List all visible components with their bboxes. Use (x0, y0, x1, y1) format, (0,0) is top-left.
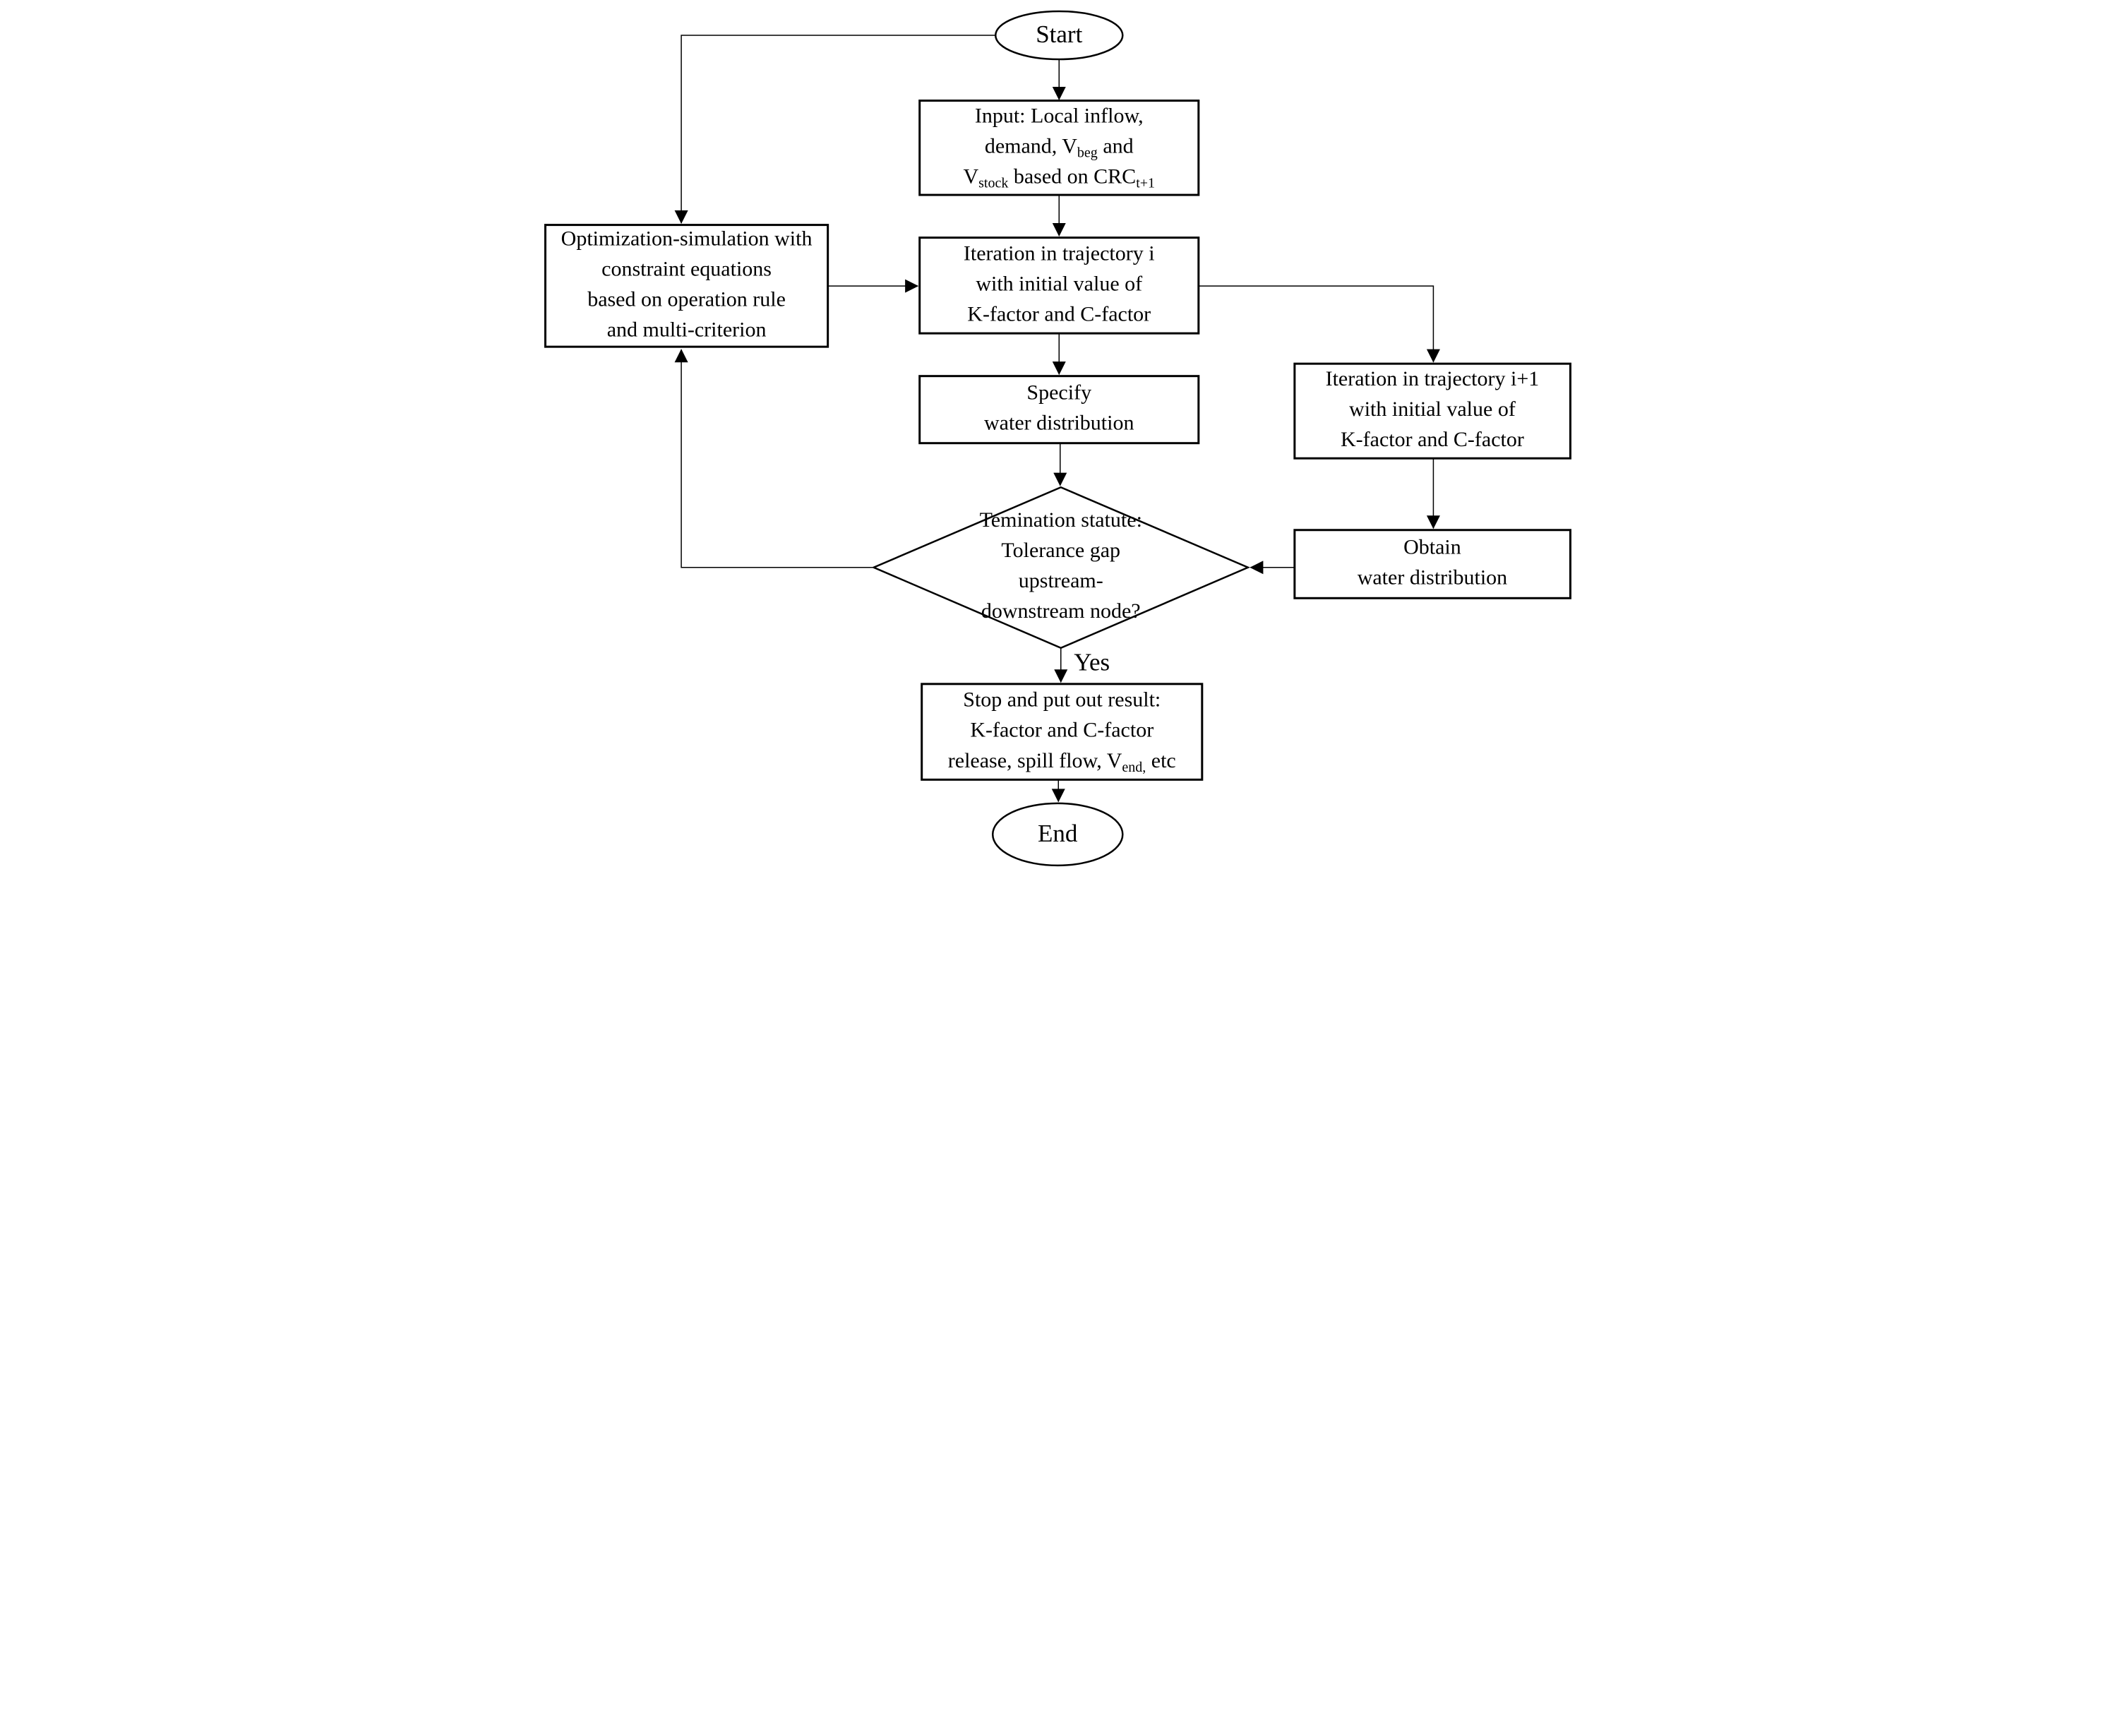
termination-line-2: Tolerance gap (1001, 539, 1120, 562)
optimization-line-4: and multi-criterion (606, 318, 766, 342)
specify-line-1: Specify (1026, 381, 1091, 405)
optimization-simulation-shape (544, 224, 829, 348)
iteration-i-line-2: with initial value of (976, 273, 1142, 296)
termination-line-3: upstream- (1018, 569, 1103, 592)
specify-water-distribution-shape (918, 375, 1199, 445)
end-terminator-label: End (1038, 820, 1078, 847)
edge-termination-to-optimization (674, 349, 874, 568)
start-terminator-shape (994, 10, 1124, 61)
termination-decision-diamond: Temination statute: Tolerance gap upstre… (870, 486, 1250, 649)
stop-line-3: release, spill flow, Vend, etc (947, 749, 1175, 775)
obtain-line-2: water distribution (1357, 566, 1506, 589)
iteration-i1-line-1: Iteration in trajectory i+1 (1325, 367, 1539, 390)
termination-line-4: downstream node? (981, 599, 1140, 623)
obtain-water-distribution-box: Obtain water distribution (1293, 529, 1571, 599)
iteration-i-box: Iteration in trajectory i with initial v… (918, 237, 1199, 335)
start-terminator: Start (994, 10, 1124, 61)
flowchart-canvas: Yes Start Input: Local inflow, demand, V… (525, 0, 1578, 868)
iteration-i-line-3: K-factor and C-factor (967, 303, 1151, 326)
iteration-i1-line-3: K-factor and C-factor (1340, 428, 1523, 451)
optimization-line-1: Optimization-simulation with (561, 227, 812, 251)
iteration-i1-shape (1293, 362, 1571, 460)
edge-iteration-i-to-iteration-i1 (1198, 285, 1440, 363)
specify-water-distribution-box: Specify water distribution (918, 375, 1199, 445)
obtain-water-distribution-shape (1293, 529, 1571, 599)
input-process-box: Input: Local inflow, demand, Vbeg and Vs… (918, 100, 1199, 196)
end-terminator: End (991, 802, 1124, 867)
iteration-i-line-1: Iteration in trajectory i (963, 242, 1154, 265)
iteration-i-shape (918, 237, 1199, 335)
obtain-line-1: Obtain (1403, 536, 1461, 559)
stop-line-1: Stop and put out result: (963, 688, 1161, 712)
stop-output-shape (920, 683, 1203, 781)
input-process-shape (918, 100, 1199, 196)
edge-start-to-optimization (674, 35, 995, 225)
iteration-i1-line-2: with initial value of (1349, 397, 1516, 421)
flowchart-stage: Yes Start Input: Local inflow, demand, V… (525, 0, 1578, 868)
stop-output-box: Stop and put out result: K-factor and C-… (920, 683, 1203, 781)
end-terminator-shape (991, 802, 1124, 867)
edge-label-yes: Yes (1074, 648, 1110, 676)
input-line-2: demand, Vbeg and (984, 134, 1133, 160)
iteration-i1-box: Iteration in trajectory i+1 with initial… (1293, 362, 1571, 460)
stop-line-2: K-factor and C-factor (970, 719, 1154, 742)
optimization-simulation-box: Optimization-simulation with constraint … (544, 224, 829, 348)
specify-line-2: water distribution (984, 412, 1134, 435)
termination-decision-shape (870, 486, 1250, 649)
input-line-1: Input: Local inflow, (974, 104, 1143, 127)
input-line-3: Vstock based on CRCt+1 (963, 164, 1155, 191)
termination-line-1: Temination statute: (979, 508, 1142, 532)
connectors: Yes (674, 35, 1440, 803)
optimization-line-3: based on operation rule (587, 288, 786, 311)
optimization-line-2: constraint equations (601, 258, 772, 281)
start-terminator-label: Start (1036, 20, 1082, 48)
